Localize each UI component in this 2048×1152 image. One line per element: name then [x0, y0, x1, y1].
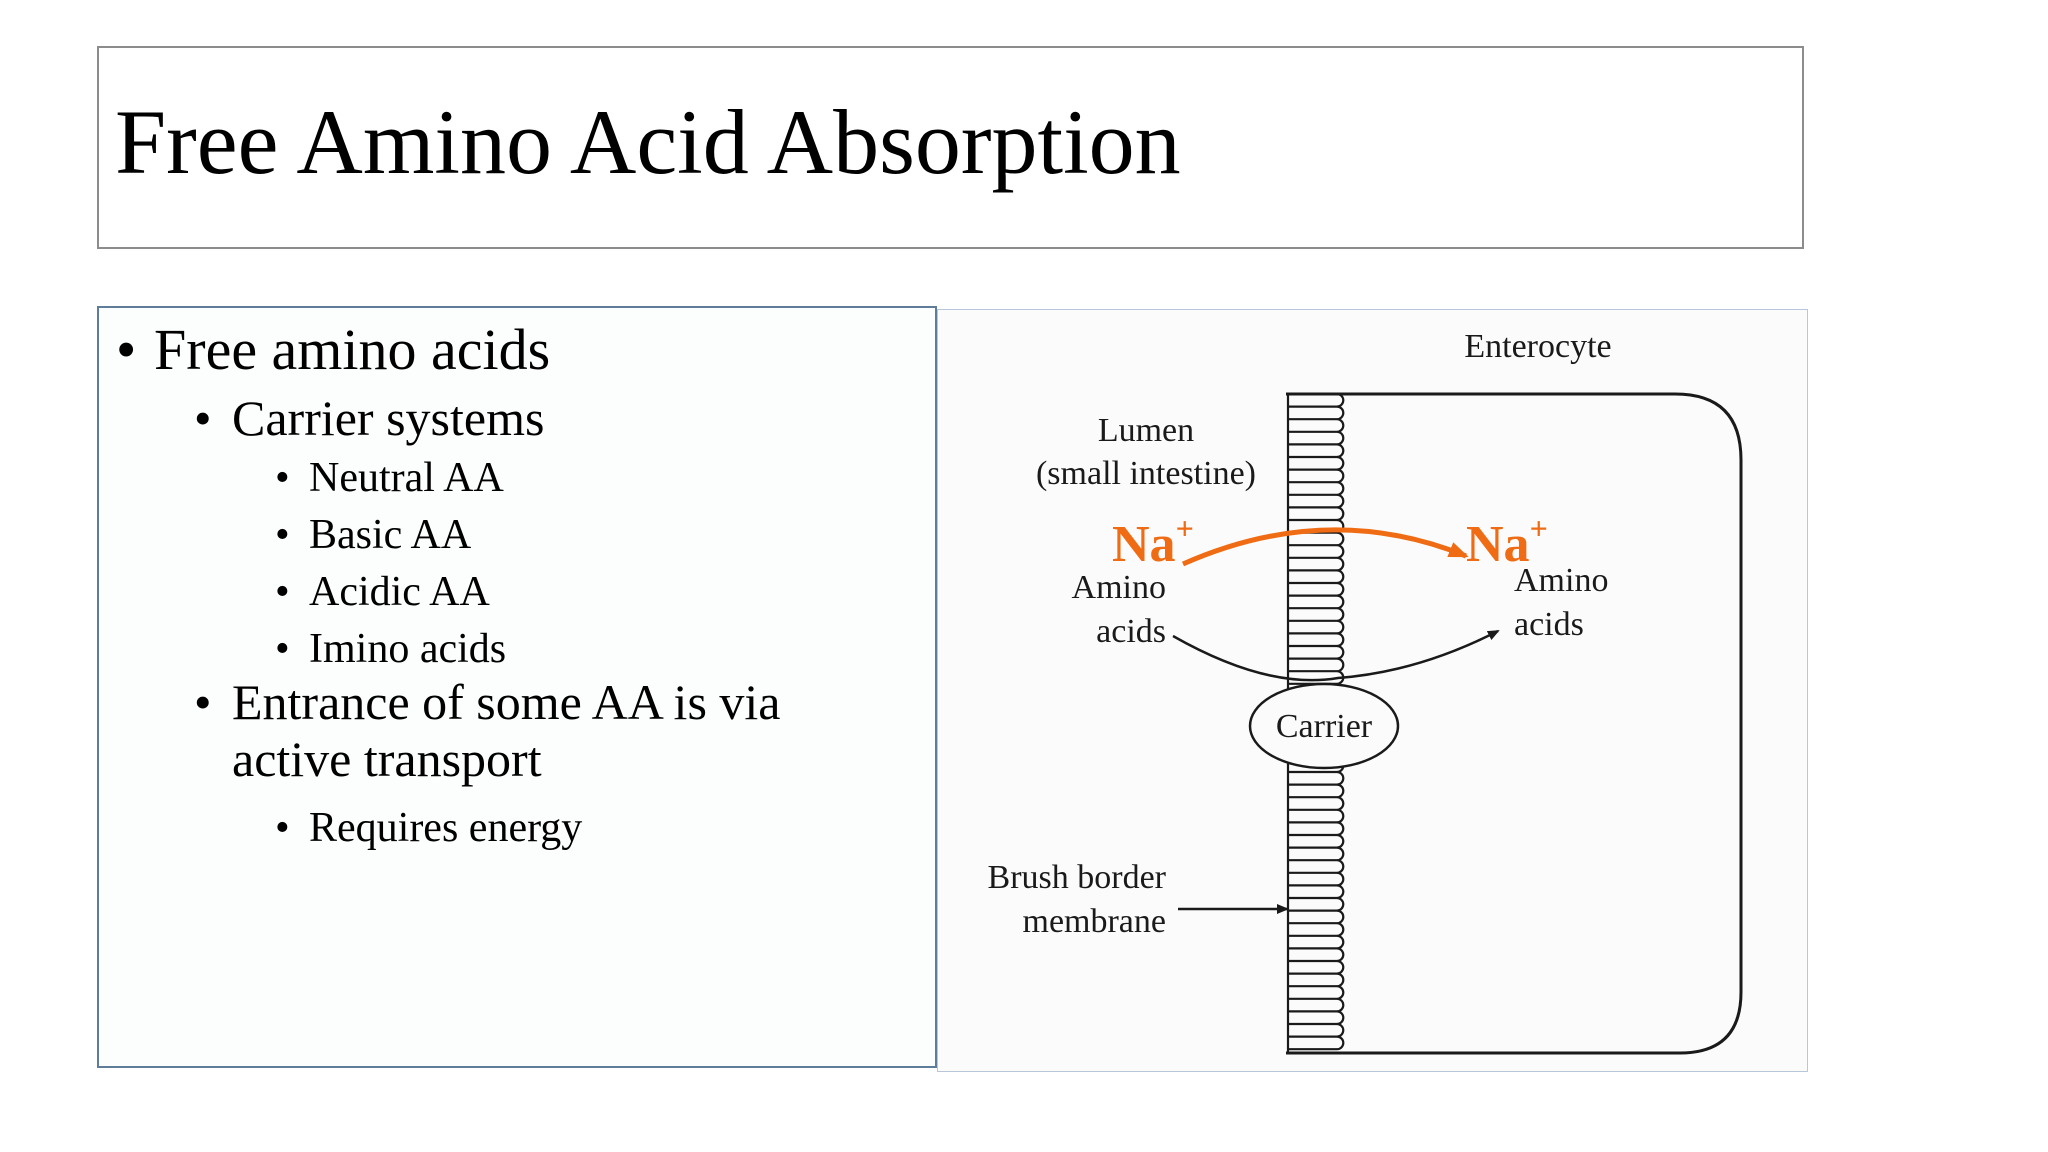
content-box: • Free amino acids • Carrier systems • N… [97, 306, 937, 1068]
bullet-dot: • [275, 512, 290, 558]
bullet-acidic-aa: • Acidic AA [275, 569, 490, 615]
bullet-free-amino-acids: • Free amino acids [116, 317, 551, 382]
bullet-dot: • [275, 626, 290, 672]
bullet-text: Entrance of some AA is via [232, 674, 781, 730]
bullet-dot: • [275, 569, 290, 615]
lumen-label: Lumen [1098, 412, 1194, 449]
bullet-text: active transport [232, 731, 542, 787]
sodium-right-charge: + [1530, 510, 1548, 546]
bullet-text: Basic AA [309, 512, 472, 558]
bullet-text: Requires energy [309, 805, 583, 851]
title-box: Free Amino Acid Absorption [97, 46, 1804, 249]
brush-border-label-line2: membrane [1023, 903, 1167, 940]
bullet-dot: • [275, 805, 290, 851]
bullet-text: Carrier systems [232, 390, 545, 446]
bullet-carrier-systems: • Carrier systems [194, 390, 545, 446]
sodium-right-label: Na+ [1466, 510, 1548, 573]
amino-acids-right-label-line1: Amino [1514, 562, 1608, 599]
sodium-right-symbol: Na [1466, 516, 1530, 573]
carrier-protein [1248, 682, 1400, 770]
lumen-sublabel: (small intestine) [1036, 455, 1256, 492]
bullet-basic-aa: • Basic AA [275, 512, 472, 558]
bullet-dot: • [116, 317, 137, 382]
slide-title: Free Amino Acid Absorption [115, 91, 1181, 193]
bullet-requires-energy: • Requires energy [275, 805, 583, 851]
bullet-dot: • [194, 674, 212, 730]
sodium-transport-arrow [1181, 527, 1469, 567]
bullet-neutral-aa: • Neutral AA [275, 455, 504, 501]
amino-acid-transport-arrow [1172, 629, 1500, 682]
amino-acids-left-label-line2: acids [1096, 613, 1166, 650]
bullet-dot: • [275, 455, 290, 501]
sodium-left-label: Na+ [1112, 510, 1194, 573]
bullet-text: Neutral AA [309, 455, 504, 501]
diagram-canvas: Carrier Enterocyte Lumen (small intestin… [988, 328, 1743, 1055]
bullet-dot: • [194, 390, 212, 446]
sodium-left-charge: + [1176, 510, 1194, 546]
sodium-left-symbol: Na [1112, 516, 1176, 573]
brush-border-label-line1: Brush border [988, 859, 1167, 896]
enterocyte-outline [1286, 392, 1743, 1055]
amino-acids-left-label-line1: Amino [1072, 569, 1166, 606]
bullet-entrance: • Entrance of some AA is via [194, 674, 781, 730]
transport-diagram: Carrier Enterocyte Lumen (small intestin… [937, 309, 1808, 1072]
enterocyte-label: Enterocyte [1464, 328, 1611, 365]
bullet-imino-acids: • Imino acids [275, 626, 507, 672]
bullet-text: Imino acids [309, 626, 507, 672]
bullet-text: Acidic AA [309, 569, 490, 615]
carrier-label: Carrier [1276, 708, 1373, 745]
bullet-text: Free amino acids [154, 317, 551, 382]
amino-acids-right-label-line2: acids [1514, 606, 1584, 643]
bullet-entrance-continued: active transport [232, 732, 542, 787]
